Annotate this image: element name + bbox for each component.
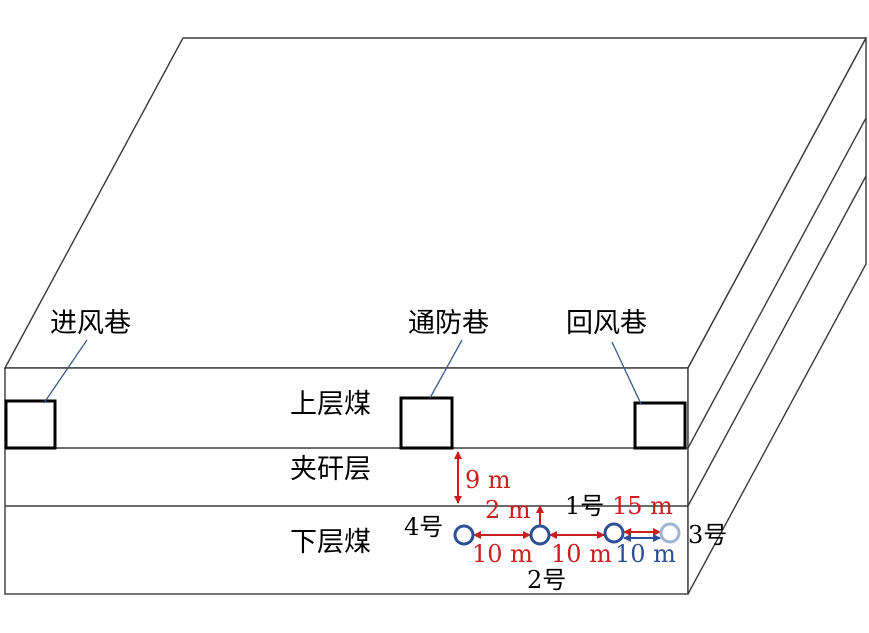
parting-thickness-label: 9 m [465,466,511,494]
hole1-to-3-label: 15 m [612,492,673,520]
borehole-2 [529,524,551,546]
intake-roadway-label: 进风巷 [50,308,131,339]
hole1-to-3-lower-label: 10 m [615,540,676,568]
middle-roadway-box [399,396,454,450]
block-side-face [687,37,867,595]
hole2-to-1-label: 10 m [551,540,612,568]
parting-layer-label: 夹矸层 [290,454,371,485]
return-roadway-label: 回风巷 [566,308,647,339]
return-roadway-box [633,401,687,450]
borehole-3 [659,522,681,544]
borehole-1 [603,522,625,544]
return-leader [611,341,642,405]
upper-coal-label: 上层煤 [290,389,371,420]
borehole-4-label: 4号 [404,513,443,541]
hole2-offset-label: 2 m [485,496,531,524]
intake-roadway-box [4,399,57,450]
block-front-face [4,367,689,595]
side-boundary-1 [687,117,867,449]
borehole-4 [453,524,475,546]
borehole-3-label: 3号 [688,521,727,549]
intake-leader [43,339,88,404]
lower-coal-label: 下层煤 [290,527,371,558]
middle-roadway-label: 通防巷 [408,308,489,339]
middle-leader [429,339,463,399]
borehole-2-label: 2号 [527,566,566,594]
borehole-1-label: 1号 [565,492,604,520]
side-boundary-2 [687,175,867,507]
hole4-to-2-label: 10 m [472,540,533,568]
